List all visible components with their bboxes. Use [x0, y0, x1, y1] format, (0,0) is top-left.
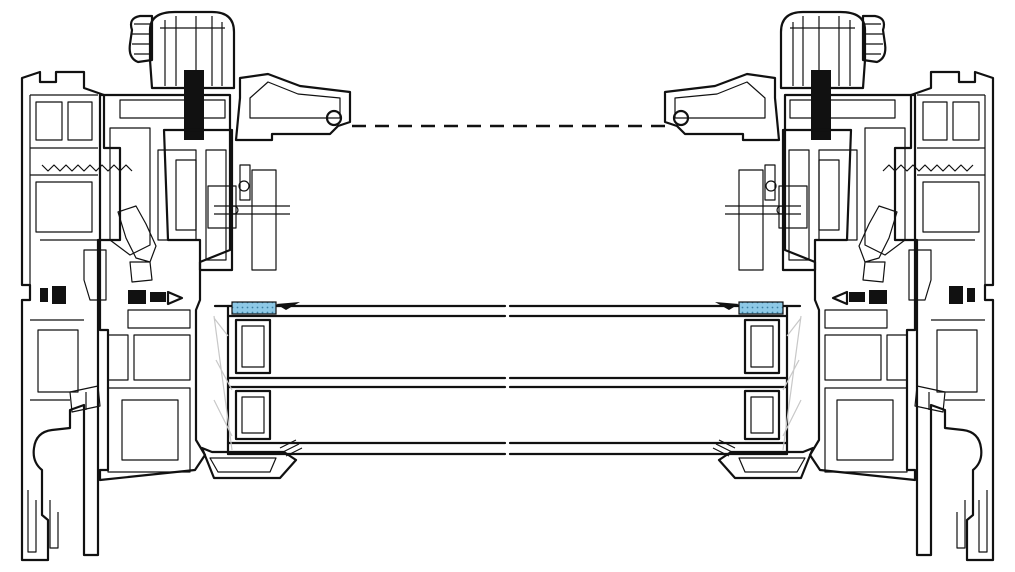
profile-left-half: [20, 10, 507, 562]
profile-right-half: [508, 10, 995, 562]
